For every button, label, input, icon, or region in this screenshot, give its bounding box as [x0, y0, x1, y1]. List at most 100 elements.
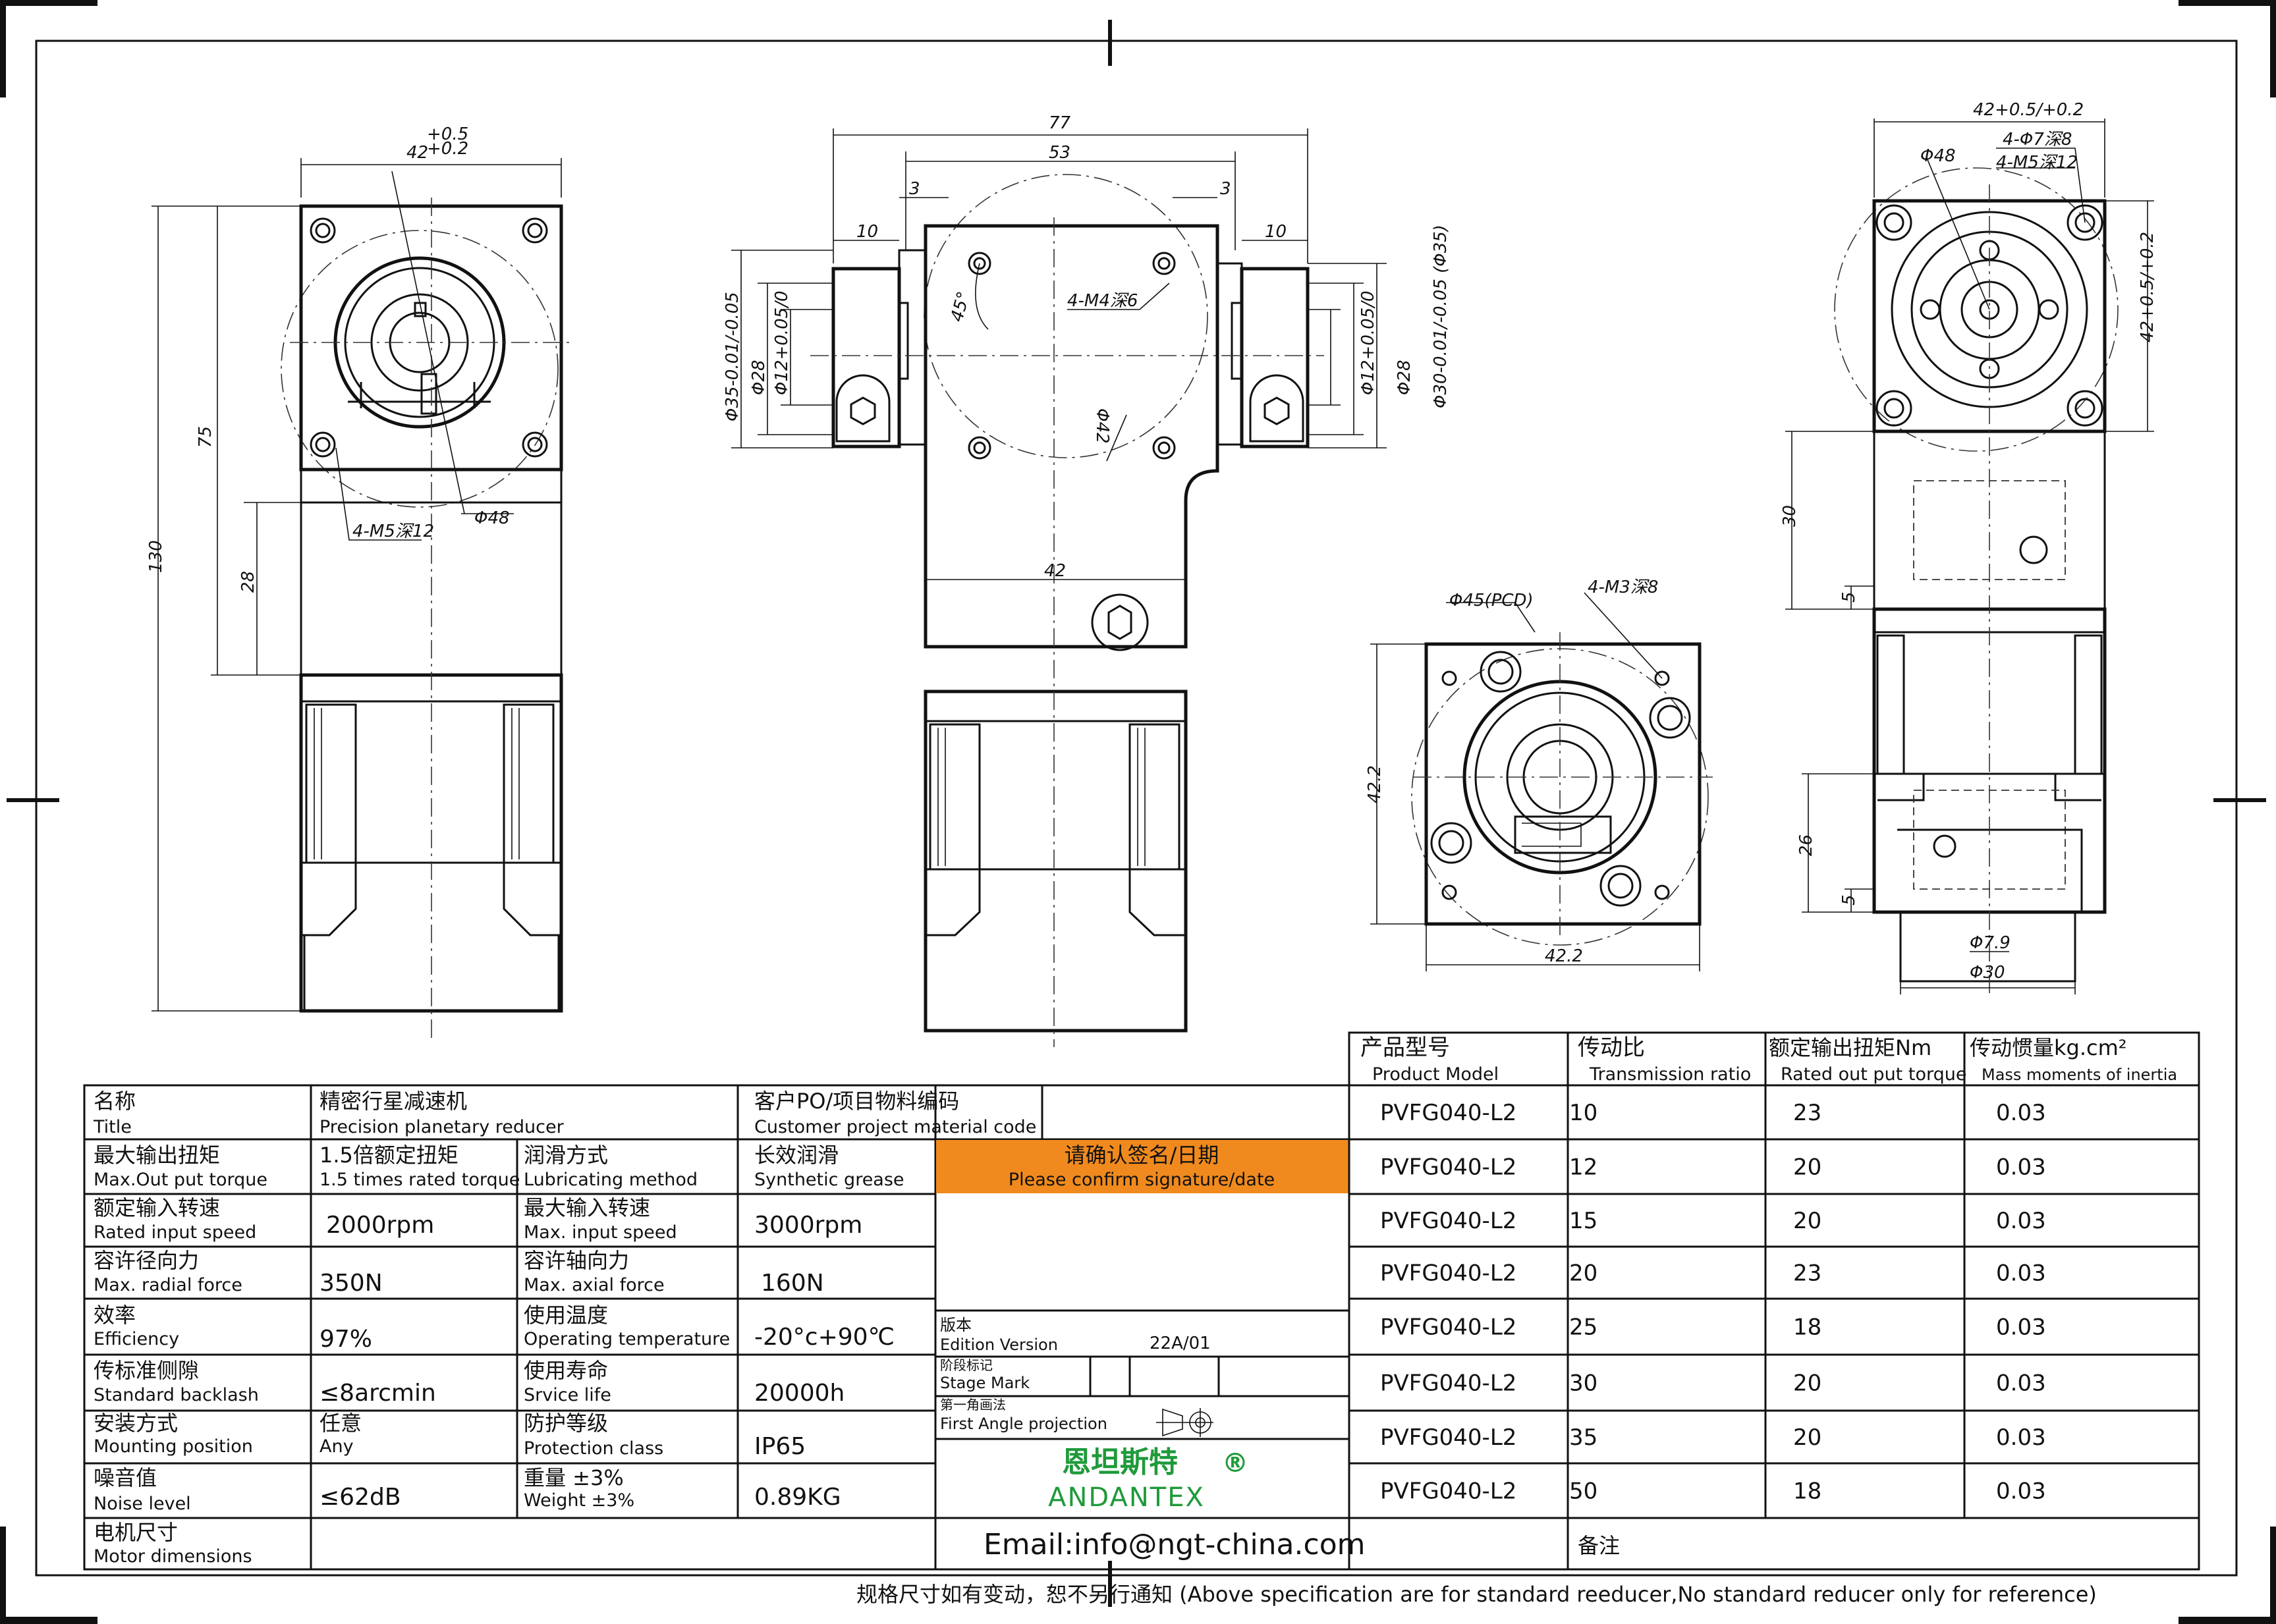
brand-name-cn: 恩坦斯特 [1062, 1446, 1178, 1479]
maxtq-value-en: 1.5 times rated torque [319, 1170, 520, 1190]
model-header-en: Transmission ratio [1589, 1064, 1751, 1085]
title-label-cn: 名称 [94, 1089, 136, 1114]
confirm-banner [936, 1140, 1348, 1193]
mid-dim-3a: 3 [909, 179, 920, 199]
lub-value-cn: 长效润滑 [754, 1143, 839, 1168]
brand-name-en: ANDANTEX [1048, 1482, 1205, 1513]
life-label-cn: 使用寿命 [524, 1358, 608, 1383]
wt-label-cn: 重量 ±3% [524, 1465, 624, 1490]
rad-value: 350N [319, 1270, 383, 1297]
mount-value-cn: 任意 [319, 1411, 362, 1436]
stage-label-cn: 阶段标记 [940, 1357, 993, 1373]
footer-note: 规格尺寸如有变动，恕不另行通知 (Above specification are… [856, 1582, 2097, 1607]
confirm-label-cn: 请确认签名/日期 [1065, 1143, 1219, 1168]
table-row: PVFG040-L2 30 20 0.03 [1380, 1370, 2046, 1397]
maxtq-label-cn: 最大输出扭矩 [94, 1143, 220, 1168]
mid-dim-53: 53 [1049, 143, 1070, 163]
edition-value: 22A/01 [1150, 1334, 1211, 1353]
left-dim-m5: 4-M5深12 [352, 522, 434, 541]
po-label-en: Customer project material code [754, 1117, 1036, 1137]
noise-value: ≤62dB [319, 1484, 401, 1511]
mid-dim-m4: 4-M4深6 [1067, 291, 1138, 311]
title-label-en: Title [93, 1117, 132, 1137]
right-view: 42+0.5/+0.2 4-Φ7深8 4-M5深12 Φ48 42+0.5/+0… [1780, 100, 2157, 994]
model-cell-inertia: 0.03 [1996, 1478, 2046, 1505]
model-cell-torque: 18 [1793, 1478, 1821, 1505]
model-cell-ratio: 25 [1569, 1314, 1597, 1341]
model-cell-model: PVFG040-L2 [1380, 1314, 1516, 1341]
mid-dim-77: 77 [1049, 113, 1071, 133]
model-cell-model: PVFG040-L2 [1380, 1478, 1516, 1505]
right-dim-m5: 4-M5深12 [1996, 153, 2078, 173]
prot-label-en: Protection class [524, 1438, 663, 1459]
mount-label-cn: 安装方式 [94, 1411, 178, 1436]
model-cell-ratio: 50 [1569, 1478, 1597, 1505]
model-cell-model: PVFG040-L2 [1380, 1100, 1516, 1126]
model-cell-inertia: 0.03 [1996, 1370, 2046, 1397]
model-header-cn: 产品型号 [1360, 1035, 1450, 1061]
model-cell-inertia: 0.03 [1996, 1260, 2046, 1287]
mid-dim-d12b: Φ12+0.05/0 [1358, 290, 1378, 395]
motor-label-en: Motor dimensions [94, 1546, 252, 1567]
model-cell-ratio: 10 [1569, 1100, 1597, 1126]
mid-dim-45: 45° [947, 290, 974, 324]
eff-label-en: Efficiency [94, 1329, 179, 1349]
model-cell-torque: 20 [1793, 1208, 1821, 1234]
model-cell-ratio: 15 [1569, 1208, 1597, 1234]
middle-view: 77 53 3 3 10 10 42 4-M4深6 45° Φ42 Φ35-0.… [723, 113, 1451, 1047]
model-cell-model: PVFG040-L2 [1380, 1370, 1516, 1397]
model-header-en: Mass moments of inertia [1982, 1066, 2177, 1084]
maxtq-value-cn: 1.5倍额定扭矩 [319, 1143, 458, 1168]
temp-value: -20°c+90℃ [754, 1324, 895, 1351]
stage-label-en: Stage Mark [940, 1374, 1030, 1392]
model-cell-ratio: 30 [1569, 1370, 1597, 1397]
right-dim-d30: Φ30 [1970, 963, 2005, 983]
prot-label-cn: 防护等级 [524, 1411, 608, 1436]
model-cell-model: PVFG040-L2 [1380, 1260, 1516, 1287]
lub-value-en: Synthetic grease [754, 1170, 904, 1190]
right-dim-d48: Φ48 [1920, 146, 1956, 166]
min-label-en: Max. input speed [524, 1222, 677, 1243]
contact-email[interactable]: Email:info@ngt-china.com [984, 1528, 1365, 1561]
right-dim-30: 30 [1780, 505, 1800, 527]
title-value-en: Precision planetary reducer [319, 1117, 565, 1137]
rad-label-cn: 容许径向力 [94, 1248, 199, 1273]
po-label-cn: 客户PO/项目物料编码 [754, 1089, 959, 1114]
model-cell-torque: 20 [1793, 1370, 1821, 1397]
model-cell-torque: 20 [1793, 1424, 1821, 1451]
left-dim-130: 130 [146, 540, 166, 573]
remark-label: 备注 [1578, 1533, 1620, 1558]
min-label-cn: 最大输入转速 [524, 1195, 650, 1220]
rin-label-en: Rated input speed [94, 1222, 256, 1243]
motor-label-cn: 电机尺寸 [94, 1520, 178, 1545]
wt-label-en: Weight ±3% [524, 1490, 634, 1511]
eff-value: 97% [319, 1326, 372, 1353]
mid-dim-10b: 10 [1265, 222, 1287, 242]
back-value: ≤8arcmin [319, 1380, 436, 1407]
right-dim-d79: Φ7.9 [1970, 933, 2011, 953]
prot-value: IP65 [754, 1433, 806, 1460]
eff-label-cn: 效率 [94, 1303, 136, 1328]
mid-dim-d28a: Φ28 [749, 360, 769, 395]
mid-dim-d28b: Φ28 [1395, 360, 1414, 395]
model-header-en: Rated out put torque [1781, 1064, 1966, 1085]
right-dim-d7: 4-Φ7深8 [2003, 130, 2072, 149]
bot-dim-m3: 4-M3深8 [1588, 578, 1658, 597]
ax-label-en: Max. axial force [524, 1275, 665, 1295]
back-label-en: Standard backlash [94, 1385, 259, 1405]
life-value: 20000h [754, 1380, 845, 1407]
left-dim-28: 28 [238, 571, 258, 593]
bot-dim-422b: 42.2 [1545, 946, 1583, 966]
spec-table: 名称 Title 精密行星减速机 Precision planetary red… [83, 1084, 1365, 1571]
wt-value: 0.89KG [754, 1484, 841, 1511]
maxtq-label-en: Max.Out put torque [94, 1170, 267, 1190]
mount-value-en: Any [319, 1436, 354, 1457]
bot-dim-422a: 42.2 [1365, 765, 1385, 803]
model-cell-inertia: 0.03 [1996, 1314, 2046, 1341]
